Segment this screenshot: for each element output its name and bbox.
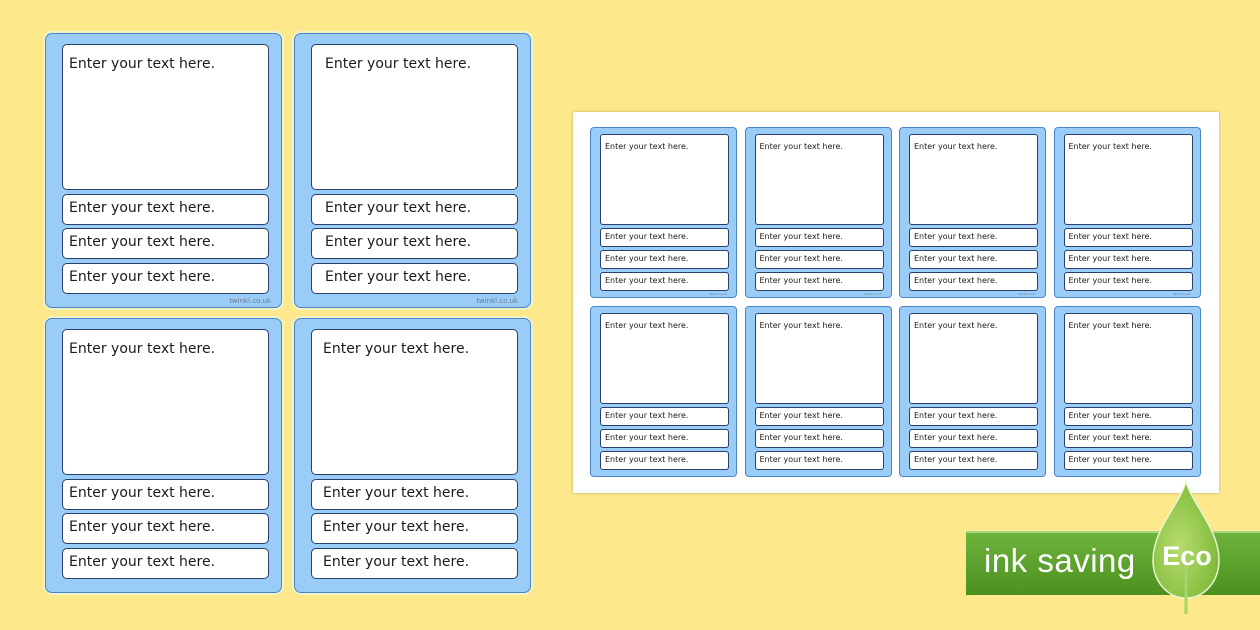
card-main-text-box: Enter your text here. [1063,134,1193,225]
card-text-line-2: Enter your text here. [754,429,884,448]
card-text-line-3: Enter your text here. [311,548,518,579]
card-text-line-1: Enter your text here. [1063,407,1193,426]
card-main-text-box: Enter your text here. [62,44,269,190]
card-main-text-box: Enter your text here. [1063,313,1193,404]
card-text-line-1: Enter your text here. [62,194,269,225]
card-main-text-box: Enter your text here. [754,313,884,404]
card-text-line-1: Enter your text here. [311,194,518,225]
large-card-bottom-left: Enter your text here. Enter your text he… [45,318,282,593]
card-text-line-3: Enter your text here. [909,272,1038,291]
card-text-line-1: Enter your text here. [600,407,729,426]
twinkl-credit: twinkl.co.uk [863,292,882,296]
card-text-line-3: Enter your text here. [62,548,269,579]
mini-card: Enter your text here. Enter your text her… [1053,306,1201,477]
card-main-text-box: Enter your text here. [600,313,729,404]
mini-card: Enter your text here. Enter your text her… [744,306,892,477]
card-text-line-3: Enter your text here. [62,263,269,294]
twinkl-credit: twinkl.co.uk [709,292,727,296]
card-text-line-1: Enter your text here. [909,228,1038,247]
card-text-line-2: Enter your text here. [754,250,884,269]
card-text-line-2: Enter your text here. [909,250,1038,269]
card-main-text-box: Enter your text here. [754,134,884,225]
card-text-line-3: Enter your text here. [1063,451,1193,470]
ink-saving-label: ink saving [984,542,1136,579]
card-text-line-1: Enter your text here. [909,407,1038,426]
card-text-line-1: Enter your text here. [754,228,884,247]
card-text-line-1: Enter your text here. [1063,228,1193,247]
card-text-line-3: Enter your text here. [311,263,518,294]
large-card-top-left: Enter your text here. Enter your text he… [45,33,282,308]
card-text-line-2: Enter your text here. [62,513,269,544]
card-text-line-2: Enter your text here. [62,228,269,259]
twinkl-credit: twinkl.co.uk [1172,292,1191,296]
large-card-top-right: Enter your text here. Enter your text he… [294,33,531,308]
mini-card: Enter your text here. Enter your text her… [590,306,737,477]
card-main-text-box: Enter your text here. [62,329,269,475]
card-text-line-1: Enter your text here. [600,228,729,247]
twinkl-credit: twinkl.co.uk [476,297,518,305]
card-text-line-3: Enter your text here. [754,272,884,291]
card-text-line-3: Enter your text here. [600,451,729,470]
mini-card: Enter your text here. Enter your text her… [1053,127,1201,298]
card-text-line-2: Enter your text here. [600,250,729,269]
card-text-line-1: Enter your text here. [311,479,518,510]
mini-card: Enter your text here. Enter your text her… [590,127,737,298]
card-text-line-3: Enter your text here. [754,451,884,470]
card-text-line-1: Enter your text here. [62,479,269,510]
card-text-line-2: Enter your text here. [311,228,518,259]
card-main-text-box: Enter your text here. [311,329,518,475]
mini-card: Enter your text here. Enter your text her… [899,127,1046,298]
card-text-line-3: Enter your text here. [1063,272,1193,291]
card-main-text-box: Enter your text here. [600,134,729,225]
card-main-text-box: Enter your text here. [909,313,1038,404]
card-text-line-2: Enter your text here. [1063,250,1193,269]
card-main-text-box: Enter your text here. [909,134,1038,225]
mini-card: Enter your text here. Enter your text her… [899,306,1046,477]
card-text-line-3: Enter your text here. [600,272,729,291]
card-text-line-2: Enter your text here. [1063,429,1193,448]
card-main-text-box: Enter your text here. [311,44,518,190]
mini-card: Enter your text here. Enter your text her… [744,127,892,298]
printable-sheet-preview: Enter your text here. Enter your text her… [573,112,1219,493]
eco-leaf-icon [1152,480,1220,614]
card-text-line-1: Enter your text here. [754,407,884,426]
card-text-line-3: Enter your text here. [909,451,1038,470]
large-card-bottom-right: Enter your text here. Enter your text he… [294,318,531,593]
card-text-line-2: Enter your text here. [909,429,1038,448]
twinkl-credit: twinkl.co.uk [1018,292,1036,296]
twinkl-credit: twinkl.co.uk [229,297,271,305]
card-text-line-2: Enter your text here. [600,429,729,448]
eco-badge-text: Eco [1162,541,1212,571]
card-text-line-2: Enter your text here. [311,513,518,544]
